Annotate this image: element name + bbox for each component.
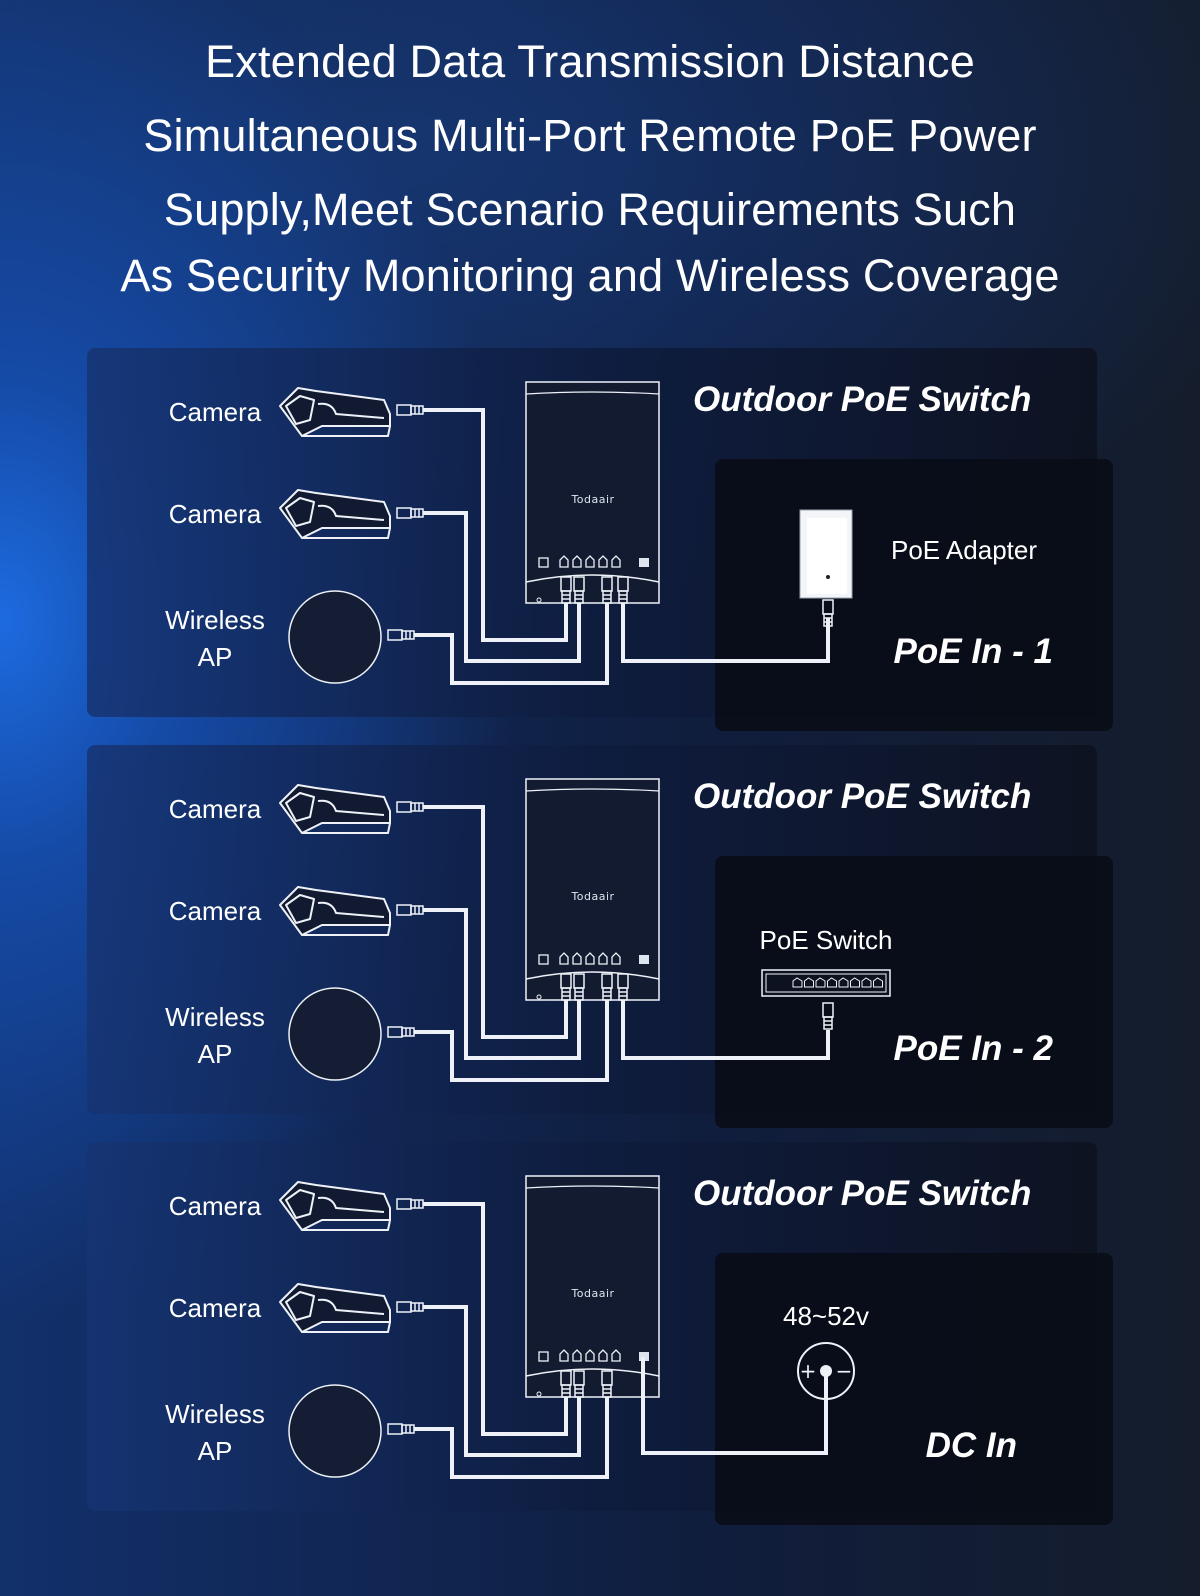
wireless-ap-icon <box>288 590 382 684</box>
cable-camera-2 <box>423 1305 581 1457</box>
cable-camera-1 <box>423 1202 568 1436</box>
device-label-wireless: Wireless <box>165 1002 265 1032</box>
device-label-wireless: Wireless <box>165 1399 265 1429</box>
poe-adapter-icon <box>799 509 853 599</box>
rj45-connector-icon <box>396 904 424 916</box>
rj45-connector-icon <box>601 1370 613 1398</box>
rj45-connector-icon <box>396 404 424 416</box>
mode-label: DC In <box>926 1426 1017 1465</box>
mode-label: PoE In - 2 <box>894 1029 1054 1068</box>
cable-camera-1 <box>423 408 568 642</box>
outdoor-poe-switch-icon: Todaair <box>525 381 660 604</box>
device-label-camera-2: Camera <box>169 499 262 529</box>
switch-title: Outdoor PoE Switch <box>693 1174 1031 1213</box>
cable-poe-in <box>621 1000 830 1060</box>
dc-polarity-icon: +− <box>797 1342 855 1400</box>
svg-text:−: − <box>836 1359 853 1383</box>
camera-icon <box>279 1283 391 1333</box>
source-label: PoE Switch <box>760 925 893 955</box>
mode-label: PoE In - 1 <box>894 632 1053 671</box>
rj45-connector-icon <box>387 1423 415 1435</box>
cable-camera-2 <box>423 511 581 663</box>
cable-camera-2 <box>423 908 581 1060</box>
rj45-connector-icon <box>601 576 613 604</box>
svg-text:+: + <box>800 1359 817 1383</box>
camera-icon <box>279 1181 391 1231</box>
device-label-ap: AP <box>198 1436 233 1466</box>
rj45-connector-icon <box>396 1301 424 1313</box>
rj45-connector-icon <box>387 629 415 641</box>
rj45-connector-icon <box>560 1370 572 1398</box>
device-label-camera-1: Camera <box>169 1191 262 1221</box>
rj45-connector-icon <box>560 576 572 604</box>
headline-line-2: Simultaneous Multi-Port Remote PoE Power <box>143 110 1037 161</box>
cable-wireless-ap <box>414 603 609 685</box>
rj45-connector-icon <box>396 801 424 813</box>
cable-wireless-ap <box>414 1397 609 1479</box>
switch-title: Outdoor PoE Switch <box>693 777 1031 816</box>
cable-poe-in <box>621 603 830 663</box>
device-label-camera-2: Camera <box>169 896 262 926</box>
headline-line-1: Extended Data Transmission Distance <box>205 36 975 87</box>
device-label-ap: AP <box>198 642 233 672</box>
switch-brand: Todaair <box>570 890 614 903</box>
power-source-box <box>715 459 1113 731</box>
cable-camera-1 <box>423 805 568 1039</box>
device-label-camera-1: Camera <box>169 794 262 824</box>
outdoor-poe-switch-icon: Todaair <box>525 778 660 1001</box>
rj45-connector-icon <box>573 576 585 604</box>
outdoor-poe-switch-icon: Todaair <box>525 1175 660 1398</box>
headline-line-3: Supply,Meet Scenario Requirements Such <box>163 184 1017 235</box>
cable-dc-in <box>641 1357 828 1455</box>
power-source-box <box>715 1253 1113 1525</box>
switch-brand: Todaair <box>570 1287 614 1300</box>
device-label-wireless: Wireless <box>165 605 265 635</box>
camera-icon <box>279 387 391 437</box>
wireless-ap-icon <box>288 1384 382 1478</box>
rj45-connector-icon <box>560 973 572 1001</box>
rj45-connector-icon <box>822 1002 834 1030</box>
camera-icon <box>279 886 391 936</box>
switch-brand: Todaair <box>570 493 614 506</box>
wireless-ap-icon <box>288 987 382 1081</box>
source-label: PoE Adapter <box>891 535 1037 565</box>
device-label-camera-2: Camera <box>169 1293 262 1323</box>
rj45-connector-icon <box>573 1370 585 1398</box>
camera-icon <box>279 784 391 834</box>
camera-icon <box>279 489 391 539</box>
headline-line-4: As Security Monitoring and Wireless Cove… <box>120 250 1060 301</box>
switch-title: Outdoor PoE Switch <box>693 380 1031 419</box>
device-label-camera-1: Camera <box>169 397 262 427</box>
device-label-ap: AP <box>198 1039 233 1069</box>
rj45-connector-icon <box>601 973 613 1001</box>
rj45-connector-icon <box>396 507 424 519</box>
source-label: 48~52v <box>783 1301 869 1331</box>
rj45-connector-icon <box>822 599 834 627</box>
poe-switch-icon <box>761 969 891 997</box>
rj45-connector-icon <box>387 1026 415 1038</box>
rj45-connector-icon <box>573 973 585 1001</box>
rj45-connector-icon <box>396 1198 424 1210</box>
cable-wireless-ap <box>414 1000 609 1082</box>
